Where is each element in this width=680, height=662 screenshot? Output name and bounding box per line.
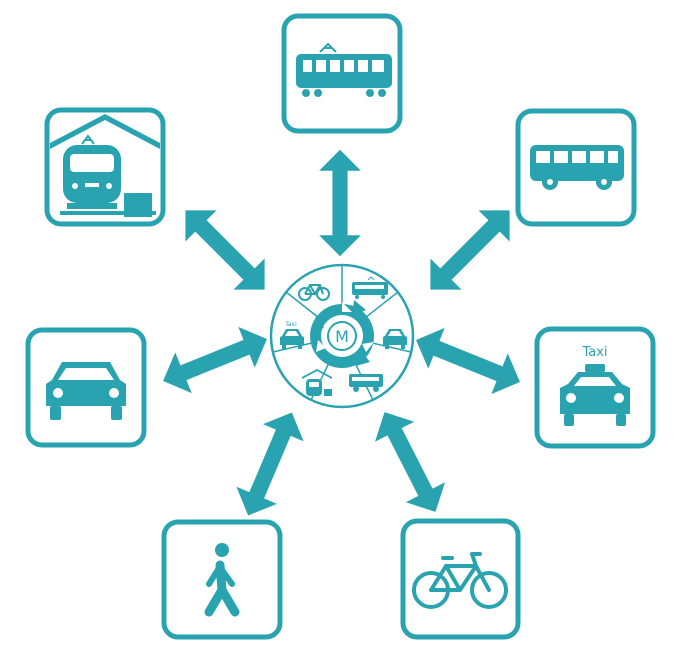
- node-taxi: Taxi: [534, 326, 656, 449]
- pedestrian-icon: [204, 543, 240, 617]
- node-train-station: [44, 107, 166, 227]
- hub-taxi-icon: Taxi: [280, 321, 304, 349]
- node-bus: [515, 108, 637, 227]
- hub-tram-icon: [352, 276, 388, 299]
- arrow-hub-taxi: [407, 319, 529, 403]
- tram-icon: [296, 42, 392, 97]
- node-bicycle: [400, 518, 521, 640]
- hub-car-icon: [383, 329, 407, 349]
- taxi-sign-label: Taxi: [581, 345, 607, 360]
- bicycle-icon: [412, 552, 508, 609]
- hub-bicycle-icon: [298, 284, 330, 301]
- hub-train-station-icon: [302, 369, 332, 396]
- bus-icon: [530, 145, 624, 190]
- node-pedestrian: [161, 519, 283, 640]
- central-hub: Taxi M: [269, 263, 415, 409]
- hub-bus-icon: [349, 374, 383, 392]
- arrow-hub-bicycle: [364, 402, 456, 522]
- taxi-icon: [560, 364, 630, 426]
- arrow-hub-bus: [414, 194, 526, 306]
- train-station-icon: [50, 114, 160, 217]
- hub-taxi-sign-label: Taxi: [284, 321, 297, 328]
- node-car: [25, 327, 147, 448]
- hub-center-label: M: [335, 327, 349, 346]
- arrow-hub-pedestrian: [227, 403, 313, 525]
- hub-center-badge: [327, 321, 357, 351]
- car-icon: [46, 362, 126, 420]
- node-tram: [281, 13, 403, 134]
- arrow-hub-car: [154, 318, 276, 402]
- arrow-hub-train-station: [169, 194, 281, 306]
- arrow-hub-tram: [319, 149, 361, 257]
